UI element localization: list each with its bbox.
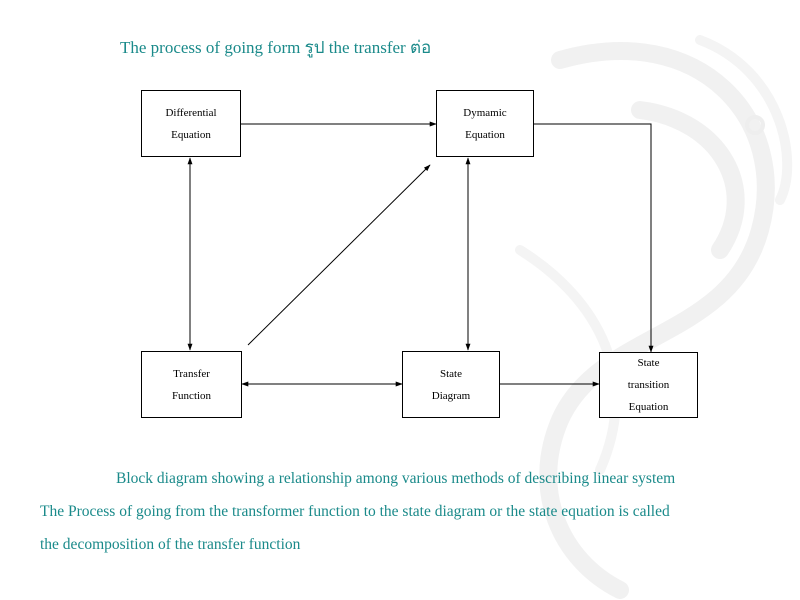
caption-line-3: the decomposition of the transfer functi… bbox=[40, 536, 301, 553]
node-label-line: Function bbox=[171, 389, 212, 402]
node-dynamic-equation: Dymamic Equation bbox=[436, 90, 534, 157]
node-label-line: State bbox=[440, 367, 462, 380]
node-label-line: Equation bbox=[628, 401, 669, 413]
node-label-line: Dymamic bbox=[463, 106, 507, 119]
node-state-diagram: State Diagram bbox=[402, 351, 500, 418]
caption-line-2: The Process of going from the transforme… bbox=[40, 503, 670, 520]
page-title: The process of going form รูป the transf… bbox=[120, 38, 432, 57]
node-label-line: transition bbox=[627, 379, 670, 391]
caption-line-1: Block diagram showing a relationship amo… bbox=[116, 470, 676, 487]
node-label-line: Transfer bbox=[173, 367, 210, 380]
node-label-line: Equation bbox=[465, 128, 505, 141]
node-state-transition-equation: State transition Equation bbox=[599, 352, 698, 418]
caption: Block diagram showing a relationship amo… bbox=[40, 462, 780, 561]
node-label-line: Differential bbox=[165, 106, 217, 119]
node-label-line: Diagram bbox=[431, 389, 471, 402]
node-differential-equation: Differential Equation bbox=[141, 90, 241, 157]
node-label-line: Equation bbox=[171, 128, 211, 141]
arrow-dynamic-to-state-transition bbox=[534, 123, 654, 353]
arrow-transfer-to-dynamic bbox=[247, 164, 431, 346]
node-label-line: State bbox=[637, 357, 660, 369]
node-transfer-function: Transfer Function bbox=[141, 351, 242, 418]
